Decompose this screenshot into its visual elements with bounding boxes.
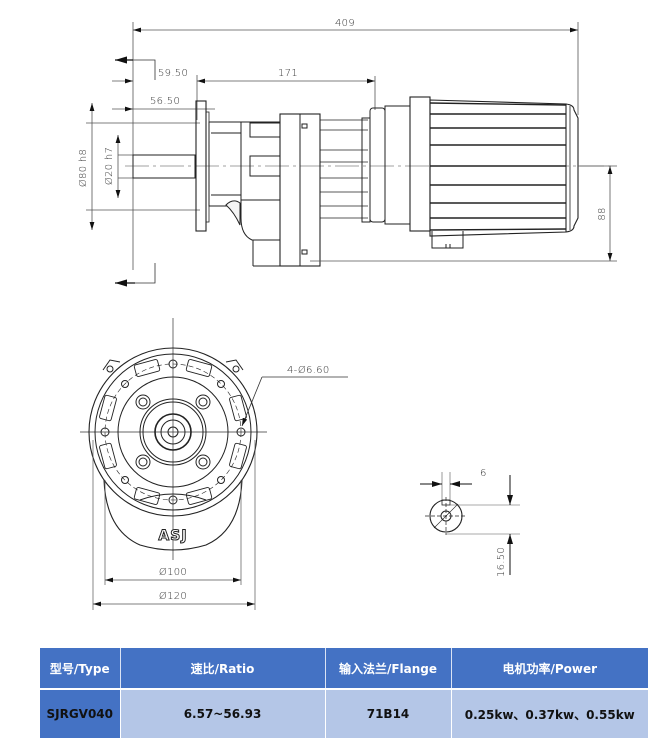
front-view: [80, 318, 348, 610]
header-type: 型号/Type: [40, 648, 121, 690]
spec-table: 型号/Type 速比/Ratio 输入法兰/Flange 电机功率/Power …: [40, 648, 648, 738]
header-power: 电机功率/Power: [451, 648, 648, 690]
dim-overall-length: 409: [335, 18, 355, 29]
table-header-row: 型号/Type 速比/Ratio 输入法兰/Flange 电机功率/Power: [40, 648, 648, 690]
cell-flange: 71B14: [325, 689, 452, 738]
side-view: [86, 22, 617, 287]
dim-outer-diameter: Ø120: [159, 590, 187, 602]
dim-key-width: 6: [480, 468, 487, 479]
technical-drawing: 409 59.50 171 56.50 Ø80 h8 Ø20 h7 88: [77, 18, 617, 610]
dim-pilot-diameter: Ø100: [159, 566, 187, 578]
cell-type: SJRGV040: [40, 689, 121, 738]
brand-logo: ASJ: [158, 528, 187, 544]
dim-body-length: 171: [278, 68, 298, 79]
dim-flange-offset: 59.50: [158, 68, 188, 79]
dim-bolt-holes: 4-Ø6.60: [287, 364, 330, 376]
dim-center-height: 88: [597, 207, 608, 220]
dim-shaft-diameter: Ø20 h7: [103, 147, 115, 185]
shaft-detail: [420, 472, 520, 575]
table-row: SJRGV040 6.57~56.93 71B14 0.25kw、0.37kw、…: [40, 689, 648, 738]
dim-shaft-length: 56.50: [150, 96, 180, 107]
cell-ratio: 6.57~56.93: [120, 689, 326, 738]
dim-key-height: 16.50: [496, 547, 507, 577]
cell-power: 0.25kw、0.37kw、0.55kw: [451, 689, 648, 738]
header-flange: 输入法兰/Flange: [325, 648, 452, 690]
header-ratio: 速比/Ratio: [120, 648, 326, 690]
dim-flange-pilot-diameter: Ø80 h8: [77, 149, 89, 187]
